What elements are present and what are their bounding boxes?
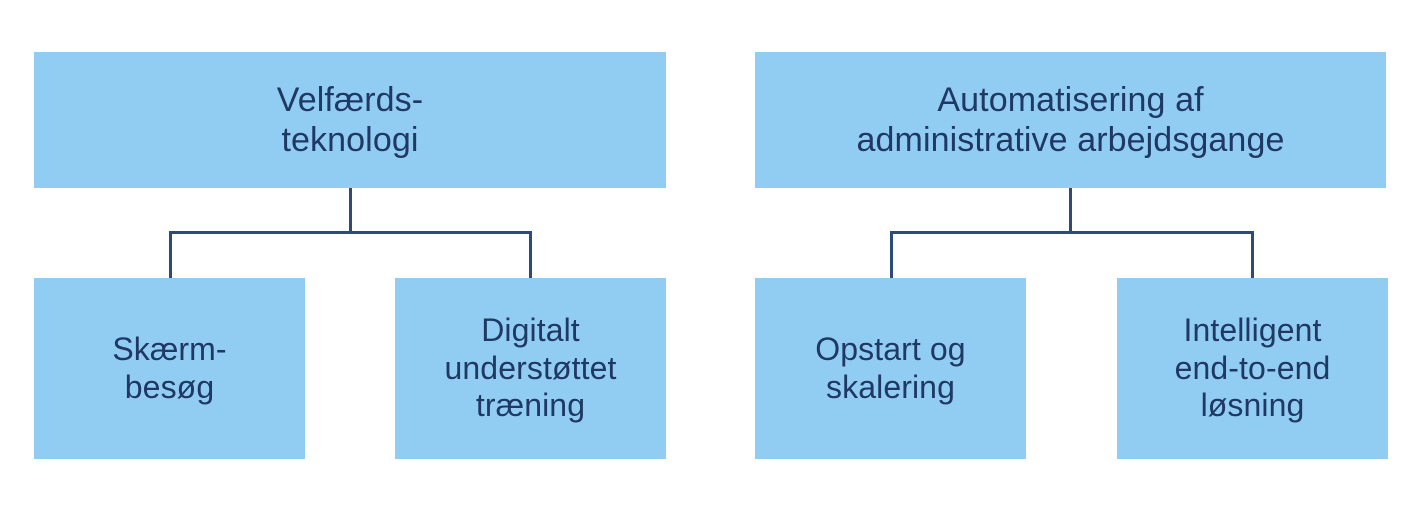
node-velfaerdsteknologi[interactable]: Velfærds- teknologi: [34, 52, 666, 188]
node-skaermbesoeg[interactable]: Skærm- besøg: [34, 278, 305, 459]
connector-stem-velfaerdsteknologi: [349, 188, 352, 234]
connector-bar-automatisering: [890, 231, 1254, 234]
node-automatisering[interactable]: Automatisering af administrative arbejds…: [755, 52, 1386, 188]
connector-drop-digitalt-understoettet-traening: [529, 231, 532, 278]
connector-drop-skaermbesoeg: [169, 231, 172, 278]
node-automatisering-label: Automatisering af administrative arbejds…: [856, 80, 1285, 159]
node-digitalt-understoettet-traening-label: Digitalt understøttet træning: [444, 311, 617, 424]
connector-bar-velfaerdsteknologi: [169, 231, 532, 234]
node-velfaerdsteknologi-label: Velfærds- teknologi: [276, 80, 424, 159]
node-opstart-og-skalering-label: Opstart og skalering: [815, 330, 966, 405]
connector-stem-automatisering: [1069, 188, 1072, 234]
node-digitalt-understoettet-traening[interactable]: Digitalt understøttet træning: [395, 278, 666, 459]
node-intelligent-end-to-end-loesning[interactable]: Intelligent end-to-end løsning: [1117, 278, 1388, 459]
node-intelligent-end-to-end-loesning-label: Intelligent end-to-end løsning: [1174, 311, 1331, 424]
connector-drop-intelligent-end-to-end-loesning: [1251, 231, 1254, 278]
connector-drop-opstart-og-skalering: [890, 231, 893, 278]
node-opstart-og-skalering[interactable]: Opstart og skalering: [755, 278, 1026, 459]
node-skaermbesoeg-label: Skærm- besøg: [112, 330, 227, 405]
